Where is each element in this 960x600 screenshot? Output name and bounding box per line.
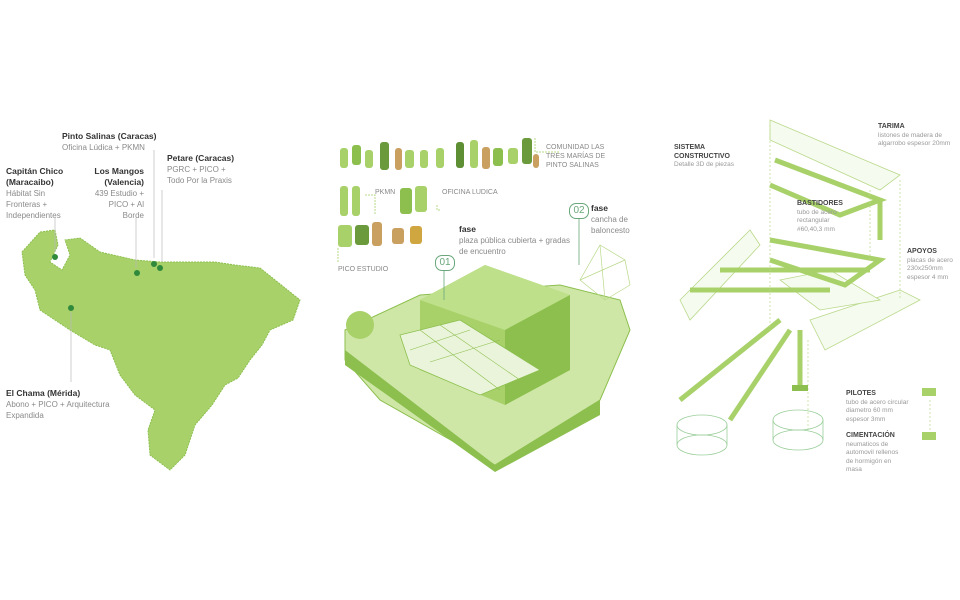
bastidores-title: BASTIDORES xyxy=(797,200,843,207)
bastidores-desc: tubo de acero rectangular #60,40,3 mm xyxy=(797,208,837,233)
location-dot-capitan-chico xyxy=(52,254,58,260)
pilotes-label: PILOTES tubo de acero circular diametro … xyxy=(846,390,916,424)
location-capitan-chico: Capitán Chico (Maracaibo) Hábitat Sin Fr… xyxy=(6,166,72,221)
venezuela-map xyxy=(21,150,301,471)
location-desc: PGRC + PICO + Todo Por la Praxis xyxy=(167,165,232,185)
location-dot-el-chama xyxy=(68,305,74,311)
location-name: Petare (Caracas) xyxy=(167,153,235,163)
phase2-label: fase cancha de baloncesto xyxy=(591,203,641,236)
community-label: COMUNIDAD LAS TRES MARÍAS DE PINTO SALIN… xyxy=(546,144,606,169)
system-title: SISTEMA CONSTRUCTIVO xyxy=(674,144,730,160)
phase1-title: fase xyxy=(459,224,477,234)
location-petare: Petare (Caracas) PGRC + PICO + Todo Por … xyxy=(167,153,239,186)
cimentacion-desc: neumaticos de automovil rellenos de horm… xyxy=(846,440,899,474)
location-dot-los-mangos xyxy=(134,270,140,276)
apoyos-title: APOYOS xyxy=(907,248,937,255)
tarima-desc: listones de madera de algarrobo espesor … xyxy=(878,131,951,148)
system-desc: Detalle 3D de piezas xyxy=(674,161,734,168)
pilotes-title: PILOTES xyxy=(846,390,876,397)
phase1-label: fase plaza pública cubierta + gradas de … xyxy=(459,224,579,257)
cimentacion-title: CIMENTACIÓN xyxy=(846,432,895,439)
apoyos-desc: placas de acero 230x250mm espesor 4 mm xyxy=(907,256,953,281)
people-figures xyxy=(338,138,539,247)
apoyos-label: APOYOS placas de acero 230x250mm espesor… xyxy=(907,248,959,282)
location-name: Pinto Salinas (Caracas) xyxy=(62,131,157,141)
oficina-ludica-label: OFICINA LUDICA xyxy=(442,189,498,196)
bastidores-label: BASTIDORES tubo de acero rectangular #60… xyxy=(797,200,847,234)
location-dot-pinto-salinas xyxy=(151,261,157,267)
location-name: Los Mangos (Valencia) xyxy=(94,166,144,187)
location-los-mangos: Los Mangos (Valencia) 439 Estudio + PICO… xyxy=(88,166,144,221)
tarima-label: TARIMA listones de madera de algarrobo e… xyxy=(878,123,958,149)
site-isometric xyxy=(337,138,631,472)
tarima-title: TARIMA xyxy=(878,123,905,130)
phase2-number: 02 xyxy=(569,203,589,219)
location-desc: Hábitat Sin Fronteras + Independientes xyxy=(6,189,61,220)
phase1-number: 01 xyxy=(435,255,455,271)
location-desc: Abono + PICO + Arquitectura Expandida xyxy=(6,400,110,420)
phase2-title: fase xyxy=(591,203,609,213)
phase1-desc: plaza pública cubierta + gradas de encue… xyxy=(459,236,570,256)
location-dot-petare xyxy=(157,265,163,271)
location-name: Capitán Chico (Maracaibo) xyxy=(6,166,64,187)
system-label: SISTEMA CONSTRUCTIVO Detalle 3D de pieza… xyxy=(674,144,754,170)
location-name: El Chama (Mérida) xyxy=(6,388,81,398)
pkmn-label: PKMN xyxy=(375,189,396,196)
location-desc: Oficina Lúdica + PKMN xyxy=(62,143,145,152)
phase2-desc: cancha de baloncesto xyxy=(591,215,630,235)
location-el-chama: El Chama (Mérida) Abono + PICO + Arquite… xyxy=(6,388,116,421)
cimentacion-label: CIMENTACIÓN neumaticos de automovil rell… xyxy=(846,432,906,475)
location-pinto-salinas: Pinto Salinas (Caracas) Oficina Lúdica +… xyxy=(62,131,156,153)
structure-exploded xyxy=(676,119,936,456)
pilotes-desc: tubo de acero circular diametro 60 mm es… xyxy=(846,398,909,423)
pico-estudio-label: PICO ESTUDIO xyxy=(338,266,389,273)
location-desc: 439 Estudio + PICO + Al Borde xyxy=(94,189,144,220)
